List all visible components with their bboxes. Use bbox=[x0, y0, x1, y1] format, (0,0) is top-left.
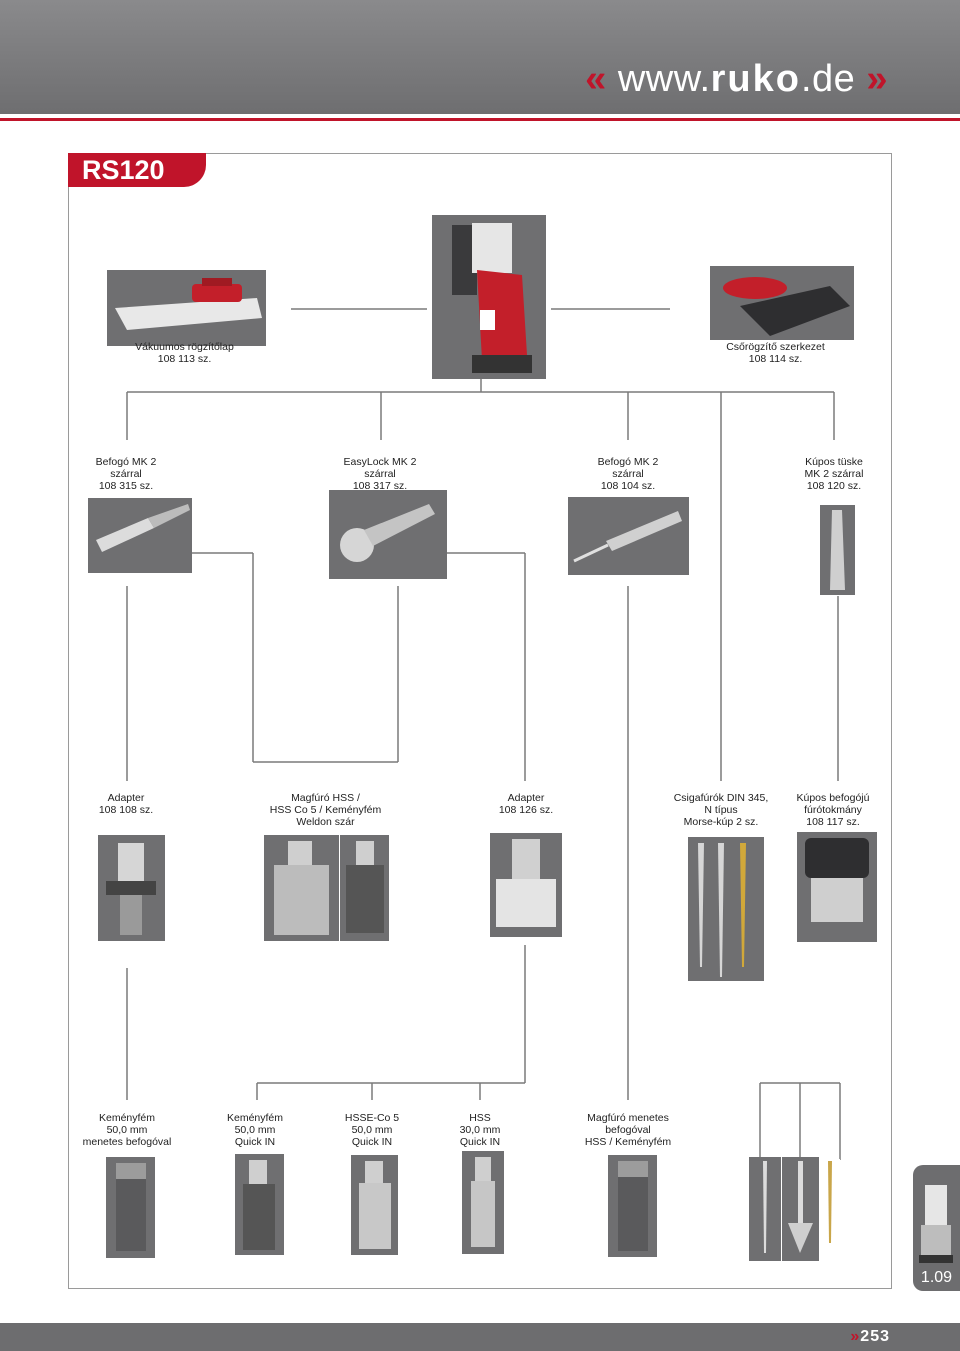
hsse-cutter-photo bbox=[351, 1155, 398, 1255]
quote-right: » bbox=[866, 58, 888, 100]
adapter-2-photo bbox=[490, 833, 562, 937]
label-row3-4: HSS 30,0 mm Quick IN bbox=[459, 1112, 501, 1148]
quote-left: « bbox=[585, 58, 607, 100]
label-row3-2: Keményfém 50,0 mm Quick IN bbox=[226, 1112, 284, 1148]
url-prefix: www. bbox=[617, 58, 711, 100]
vacuum-plate-photo bbox=[107, 270, 266, 346]
annular-cutter-2-photo bbox=[340, 835, 389, 941]
label-row1-1: Befogó MK 2 szárral 108 315 sz. bbox=[95, 456, 157, 492]
adapter-photo bbox=[98, 835, 165, 941]
label-row2-1: Adapter 108 108 sz. bbox=[98, 792, 154, 816]
page-prefix: » bbox=[850, 1328, 861, 1345]
content-frame bbox=[68, 153, 892, 1289]
chapter-tab: 1.09 bbox=[913, 1165, 960, 1291]
annular-cutter-photo bbox=[264, 835, 339, 941]
drill-chuck-photo bbox=[797, 832, 877, 942]
machine-thumbnail-icon bbox=[919, 1185, 953, 1263]
header-divider bbox=[0, 118, 960, 121]
drill-bit-photo bbox=[749, 1157, 781, 1261]
hss-cutter-photo bbox=[462, 1151, 504, 1254]
page-header bbox=[0, 0, 960, 114]
label-row2-5: Kúpos befogójú fúrótokmány 108 117 sz. bbox=[796, 792, 870, 828]
countersink-photo bbox=[782, 1157, 819, 1261]
threaded-cutter-photo bbox=[608, 1155, 657, 1257]
label-row3-1: Keményfém 50,0 mm menetes befogóval bbox=[82, 1112, 172, 1148]
chuck-holder-2-photo bbox=[568, 497, 689, 575]
label-vacuum-plate: Vákuumos rögzítőlap 108 113 sz. bbox=[135, 341, 234, 365]
drill-machine-photo bbox=[432, 215, 546, 379]
page-number: »253 bbox=[850, 1328, 890, 1346]
chapter-number: 1.09 bbox=[920, 1269, 953, 1286]
label-pipe-clamp: Csőrögzítő szerkezet 108 114 sz. bbox=[726, 341, 825, 365]
label-row1-2: EasyLock MK 2 szárral 108 317 sz. bbox=[343, 456, 417, 492]
website-url: « www.ruko.de » bbox=[585, 58, 888, 101]
model-title: RS120 bbox=[68, 153, 206, 187]
carbide-cutter-threaded-photo bbox=[106, 1157, 155, 1258]
step-drill-photo bbox=[820, 1159, 840, 1246]
chuck-holder-photo bbox=[88, 498, 192, 573]
label-row2-3: Adapter 108 126 sz. bbox=[498, 792, 554, 816]
page-number-value: 253 bbox=[860, 1328, 890, 1345]
label-row3-5: Magfúró menetes befogóval HSS / Keményfé… bbox=[584, 1112, 672, 1148]
label-row1-3: Befogó MK 2 szárral 108 104 sz. bbox=[597, 456, 659, 492]
twist-drill-photo bbox=[688, 837, 764, 981]
url-suffix: .de bbox=[800, 58, 856, 100]
easylock-holder-photo bbox=[329, 490, 447, 579]
label-row3-3: HSSE-Co 5 50,0 mm Quick IN bbox=[344, 1112, 400, 1148]
page-footer: »253 bbox=[0, 1323, 960, 1351]
carbide-cutter-quickin-photo bbox=[235, 1154, 284, 1255]
label-row1-4: Kúpos tüske MK 2 szárral 108 120 sz. bbox=[804, 456, 864, 492]
url-brand: ruko bbox=[710, 58, 801, 100]
label-row2-4: Csigafúrók DIN 345, N típus Morse-kúp 2 … bbox=[673, 792, 769, 828]
taper-arbor-photo bbox=[820, 505, 855, 595]
label-row2-2: Magfúró HSS / HSS Co 5 / Keményfém Weldo… bbox=[269, 792, 382, 828]
pipe-clamp-photo bbox=[710, 266, 854, 340]
